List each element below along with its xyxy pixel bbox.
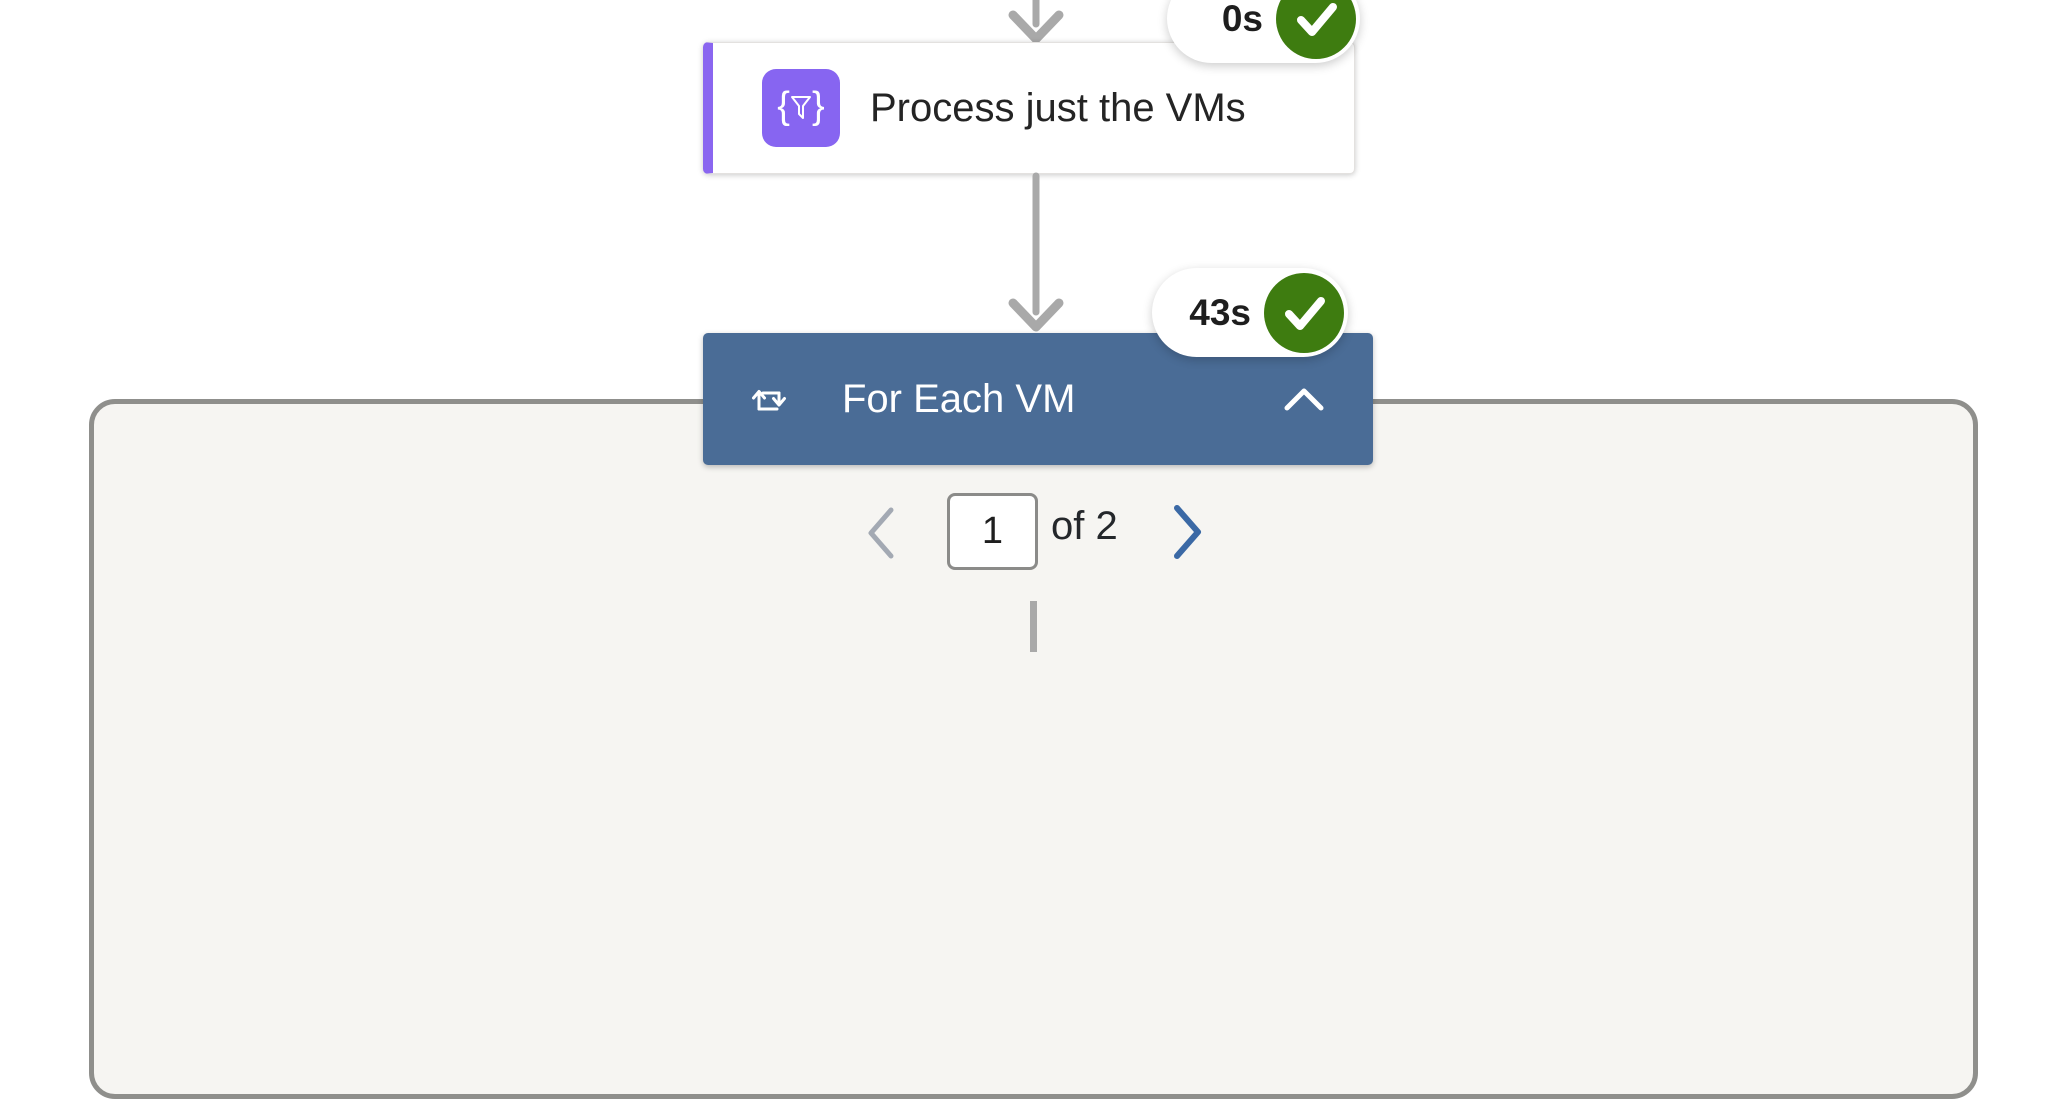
chevron-left-prev-page-icon[interactable] (865, 506, 897, 560)
filter-braces-icon: { } (762, 69, 840, 147)
duration-label: 0s (1221, 0, 1263, 39)
chevron-right-next-page-icon[interactable] (1170, 504, 1204, 560)
vertical-connector-line (1030, 601, 1037, 652)
arrow-down-connector-icon (1008, 172, 1064, 332)
status-badge-action: 0s (1167, 0, 1360, 63)
duration-label: 43s (1189, 292, 1251, 333)
loop-icon (752, 390, 786, 411)
loop-card-label: For Each VM (842, 376, 1076, 421)
funnel-glyph (791, 96, 811, 119)
success-check-icon (1264, 272, 1344, 353)
action-card-process-just-the-vms[interactable]: { } Process just the VMs (703, 42, 1355, 174)
collapse-chevron-up-icon[interactable] (1282, 385, 1326, 413)
page-number-input[interactable] (947, 493, 1038, 570)
arrow-down-connector-icon (1008, 0, 1064, 44)
page-count-label: of 2 (1051, 504, 1118, 548)
action-card-label: Process just the VMs (870, 85, 1246, 130)
success-check-icon (1276, 0, 1356, 59)
status-badge-loop: 43s (1152, 268, 1348, 357)
